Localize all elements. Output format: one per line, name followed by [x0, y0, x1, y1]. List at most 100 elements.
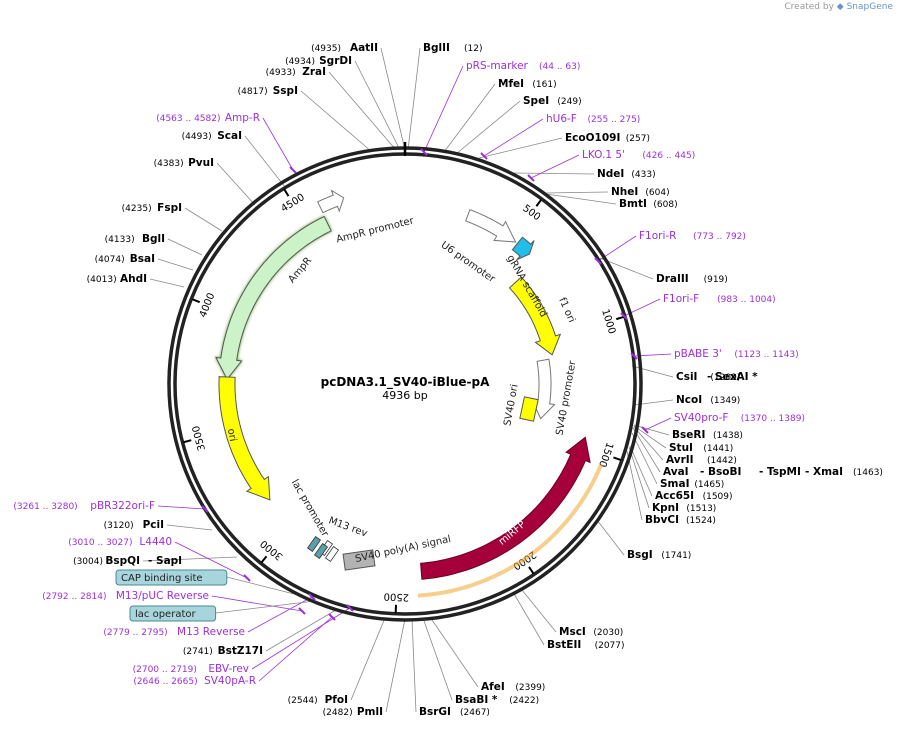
site-name: FspI — [157, 202, 182, 214]
site-name: BstZ17I — [218, 645, 263, 657]
primer-name: SV40pA-R — [204, 675, 256, 687]
site-extra-1463: (1463) — [853, 468, 883, 478]
primer-ebv-rev[interactable]: EBV-rev(2700 .. 2719) — [133, 604, 354, 675]
leader-bsgi — [596, 519, 625, 556]
site-bspqi[interactable]: BspQI(3004) — [73, 555, 140, 567]
primer-m13-reverse[interactable]: M13 Reverse(2779 .. 2795) — [103, 593, 316, 638]
primer-sv40pro-f[interactable]: SV40pro-F(1370 .. 1389) — [641, 412, 805, 434]
site-smai[interactable]: SmaI(1465) — [660, 478, 724, 490]
site-name: AvrII — [666, 454, 694, 466]
site-pmli[interactable]: PmlI(2482) — [323, 706, 383, 718]
site-position: (12) — [464, 44, 482, 54]
leader-cap-binding-site — [226, 576, 303, 597]
site-bsgi[interactable]: BsgI(1741) — [627, 549, 691, 561]
leader-sgrdi — [354, 60, 401, 151]
feature-cap-binding-site — [306, 535, 322, 553]
site-bglii[interactable]: BglII(12) — [423, 42, 482, 54]
site-bseri[interactable]: BseRI(1438) — [672, 429, 743, 441]
leader-sspi — [300, 90, 373, 153]
site-sgrdi[interactable]: SgrDI(4934) — [285, 55, 352, 67]
site-position: (608) — [653, 200, 677, 210]
boxed-label-lac-operator[interactable]: lac operator — [129, 605, 217, 622]
site-position: (1209) — [710, 373, 740, 383]
leader-bmti — [545, 193, 617, 205]
site-fspi[interactable]: FspI (4235) — [122, 202, 182, 214]
boxed-label-text: CAP binding site — [121, 573, 203, 584]
primer-pbr322ori-f[interactable]: pBR322ori-F(3261 .. 3280) — [13, 500, 209, 513]
site-ecoo109i[interactable]: EcoO109I(257) — [565, 132, 650, 144]
site-position: (919) — [704, 275, 728, 285]
primer-position: (426 .. 445) — [642, 151, 695, 161]
leader-csii — [631, 365, 674, 378]
site-spei[interactable]: SpeI(249) — [523, 95, 582, 107]
primer-amp-r[interactable]: Amp-R(4563 .. 4582) — [156, 112, 297, 174]
primer-name: F1ori-F — [663, 293, 699, 305]
site-pfoi[interactable]: PfoI(2544) — [288, 694, 348, 706]
site-position: (4934) — [285, 57, 315, 67]
site-scai[interactable]: ScaI(4493) — [182, 130, 242, 142]
site-name: CsiI — [676, 371, 697, 383]
primer-position: (983 .. 1004) — [717, 295, 776, 305]
site-avai[interactable]: AvaI — [663, 466, 689, 478]
boxed-label-cap-binding-site[interactable]: CAP binding site — [115, 569, 228, 586]
leader-spei — [455, 100, 521, 155]
site-draiii[interactable]: DraIII(919) — [656, 273, 728, 285]
primer-prs-marker[interactable]: pRS-marker(44 .. 63) — [420, 60, 580, 156]
site-bsteii[interactable]: BstEII(2077) — [547, 639, 625, 651]
site-name: BstEII — [547, 639, 581, 651]
site-bsrgi[interactable]: BsrGI(2467) — [419, 706, 490, 718]
feature-ampr-promoter — [317, 189, 345, 214]
site-mfei[interactable]: MfeI(161) — [498, 78, 557, 90]
primer-site-mark — [420, 148, 428, 156]
site-nhei[interactable]: NheI(604) — [611, 186, 670, 198]
primer-name: pRS-marker — [466, 60, 529, 72]
feature-label-ori: ori — [225, 428, 238, 443]
site-csii[interactable]: CsiI (1209) — [676, 371, 740, 383]
primer-lko-1-5[interactable]: LKO.1 5'(426 .. 445) — [527, 149, 695, 182]
site-aatii[interactable]: AatII(4935) — [311, 42, 378, 54]
primer-site-mark — [594, 257, 602, 265]
feature-label-f1-ori: f1 ori — [556, 296, 577, 324]
site-bbvci[interactable]: BbvCI(1524) — [645, 514, 716, 526]
site-ahdi[interactable]: AhdI(4013) — [87, 273, 147, 285]
site-stui[interactable]: StuI(1441) — [669, 442, 733, 454]
primer-f1ori-r[interactable]: F1ori-R(773 .. 792) — [594, 230, 746, 265]
leader-pcii — [166, 524, 213, 531]
feature-label-sv40-poly-a-signal: SV40 poly(A) signal — [354, 534, 452, 565]
site-sspi[interactable]: SspI(4817) — [238, 85, 298, 97]
leader-bglii — [407, 47, 421, 151]
site-bstz17i[interactable]: BstZ17I(2741) — [183, 645, 263, 657]
site-bmti[interactable]: BmtI(608) — [619, 198, 678, 210]
site-kpni[interactable]: KpnI(1513) — [652, 502, 716, 514]
site-position: (4235) — [122, 204, 152, 214]
site-pvui[interactable]: PvuI(4383) — [154, 157, 214, 169]
site-msci[interactable]: MscI(2030) — [559, 626, 623, 638]
site-bsai[interactable]: BsaI(4074) — [95, 253, 155, 265]
site-bsabi[interactable]: BsaBI *(2422) — [455, 694, 539, 706]
site-ndei[interactable]: NdeI(433) — [597, 168, 656, 180]
site-bgli[interactable]: BglI(4133) — [105, 233, 165, 245]
primer-site-mark — [620, 312, 628, 320]
primer-position: (1123 .. 1143) — [734, 350, 798, 360]
site-avrii[interactable]: AvrII(1442) — [666, 454, 737, 466]
leader-primer-pbr322ori-f — [157, 505, 206, 510]
leader-mfei — [443, 83, 496, 153]
mirfp-highlight-arc — [417, 463, 603, 598]
primer-f1ori-f[interactable]: F1ori-F (983 .. 1004) — [620, 293, 776, 320]
primer-m13-puc-reverse[interactable]: M13/pUC Reverse(2792 .. 2814) — [42, 590, 306, 615]
site-ncoi[interactable]: NcoI(1349) — [676, 394, 740, 406]
tick-label-4000: 4000 — [198, 291, 218, 319]
primer-l4440[interactable]: L4440(3010 .. 3027) — [68, 536, 251, 582]
primer-pbabe-3[interactable]: pBABE 3'(1123 .. 1143) — [630, 348, 799, 360]
site-pcii[interactable]: PciI(3120) — [104, 519, 164, 531]
tick-label-2500: 2500 — [383, 590, 409, 602]
site-position: (1441) — [703, 444, 733, 454]
primer-hu6-f[interactable]: hU6-F(255 .. 275) — [480, 113, 640, 160]
site-afei[interactable]: AfeI(2399) — [481, 681, 545, 693]
site-zrai[interactable]: ZraI(4933) — [266, 66, 326, 78]
leader-avai — [632, 427, 661, 473]
site-acc65i[interactable]: Acc65I(1509) — [655, 490, 733, 502]
primer-sv40pa-r[interactable]: SV40pA-R(2646 .. 2665) — [133, 613, 336, 687]
site-name: PciI — [143, 519, 164, 531]
